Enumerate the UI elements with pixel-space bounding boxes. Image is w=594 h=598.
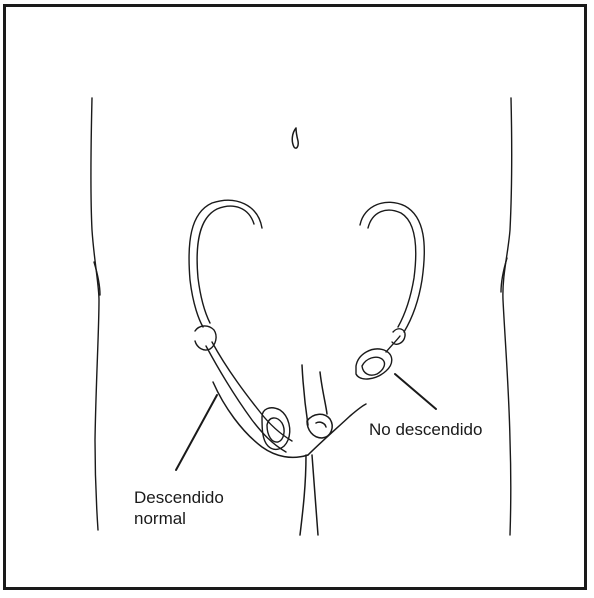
label-undescended: No descendido <box>369 419 482 440</box>
penis-glans-detail <box>316 422 326 427</box>
descended-testis-path <box>189 200 292 452</box>
left-canal-inner <box>206 346 286 452</box>
inguinal-fold-right <box>308 404 366 455</box>
navel-icon <box>292 128 298 148</box>
undescended-testis-path <box>356 202 424 379</box>
thigh-line-left <box>300 455 306 535</box>
left-cord-outer <box>189 200 262 327</box>
leader-undescended <box>395 374 436 409</box>
groin-outline <box>213 365 366 535</box>
thigh-line-right <box>312 455 318 535</box>
label-descended-line2: normal <box>134 508 224 529</box>
torso-outline <box>91 98 512 535</box>
penis-glans <box>307 414 332 438</box>
inguinal-fold-left <box>213 382 308 457</box>
right-testis <box>362 357 384 375</box>
penis-shaft-edge <box>320 372 327 414</box>
penis-shaft <box>302 365 308 425</box>
torso-left-side <box>91 98 99 530</box>
leader-normal <box>176 395 217 470</box>
left-testis <box>267 418 284 442</box>
torso-right-side <box>503 98 512 535</box>
label-descended-normal: Descendido normal <box>134 487 224 529</box>
left-cord-inner <box>197 206 254 323</box>
right-cord-inner <box>368 210 416 327</box>
right-ring <box>392 329 405 344</box>
left-canal-outer <box>212 342 292 441</box>
label-descended-line1: Descendido <box>134 487 224 508</box>
